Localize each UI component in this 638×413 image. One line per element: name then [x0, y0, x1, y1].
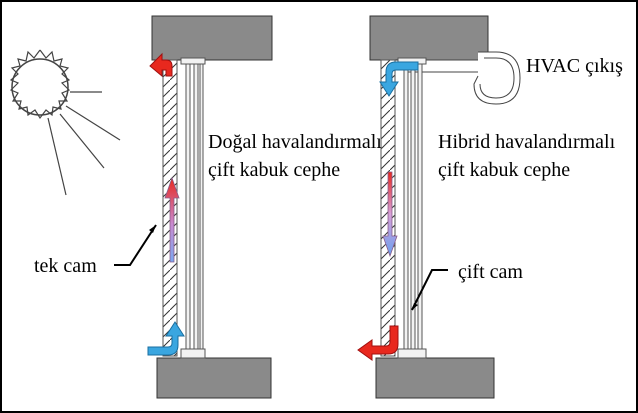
- cool-air-intake-arrow: [147, 321, 185, 356]
- left-facade-title-line1: Doğal havalandırmalı: [208, 131, 382, 153]
- sun-icon: [9, 49, 121, 196]
- hvac-extraction-arrow: [379, 61, 419, 97]
- upper-slab: [369, 15, 489, 61]
- inner-facade: [180, 57, 206, 359]
- single-glass-label: tek cam: [34, 255, 97, 277]
- double-glass-leader-head: [412, 303, 418, 310]
- right-facade-title-line2: çift kabuk cephe: [438, 159, 571, 181]
- double-glass-pane: [397, 57, 427, 359]
- single-glass-leader-head: [149, 225, 156, 233]
- lower-slab: [375, 357, 495, 399]
- left-facade-title-line2: çift kabuk cephe: [208, 159, 341, 181]
- hvac-outlet-label: HVAC çıkış: [526, 55, 623, 77]
- left-facade: [114, 15, 273, 399]
- single-glass-leader: [114, 224, 157, 266]
- right-facade-title-line1: Hibrid havalandırmalı: [438, 131, 616, 153]
- right-facade: [357, 15, 521, 399]
- rising-air-arrow: [164, 176, 180, 263]
- warm-air-exhaust-arrow: [357, 325, 399, 361]
- lower-slab: [156, 357, 272, 399]
- double-glass-leader: [411, 269, 448, 311]
- descending-air-arrow: [382, 171, 398, 258]
- warm-air-exhaust-arrow: [149, 52, 173, 78]
- double-glass-label: çift cam: [458, 261, 523, 283]
- upper-slab: [151, 15, 273, 61]
